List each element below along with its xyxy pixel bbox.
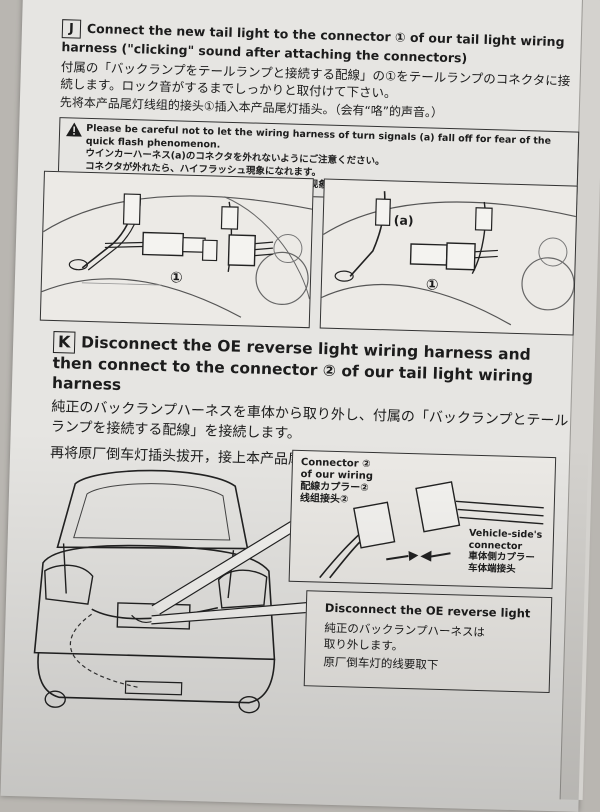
figure-j-right: (a) ① bbox=[320, 179, 578, 336]
disconnect-en: Disconnect the OE reverse light bbox=[325, 600, 531, 622]
car-rear-illustration bbox=[29, 453, 336, 731]
disconnect-callout-box: Disconnect the OE reverse light 純正のバックラン… bbox=[304, 590, 553, 693]
vehicle-connector-text: Vehicle-side's connector 車体側カプラー 车体端接头 bbox=[468, 528, 543, 576]
connector-callout-box: Connector ② of our wiring 配線カプラー② 线组接头② … bbox=[289, 450, 557, 589]
section-k-badge: K bbox=[53, 331, 76, 354]
tail-light-connector-illustration bbox=[41, 172, 313, 327]
section-k-title-text: Disconnect the OE reverse light wiring h… bbox=[52, 333, 533, 394]
section-j-title-text: Connect the new tail light to the connec… bbox=[61, 21, 564, 66]
warning-triangle-icon bbox=[66, 122, 82, 136]
figure-j-left: ① bbox=[40, 171, 314, 328]
connector-1-label-right: ① bbox=[426, 275, 439, 293]
turn-signal-harness-illustration bbox=[321, 180, 577, 335]
section-j-badge: J bbox=[62, 19, 82, 39]
disconnect-cn: 原厂倒车灯的线要取下 bbox=[323, 654, 529, 676]
harness-a-label: (a) bbox=[394, 211, 414, 229]
disconnect-callout-text: Disconnect the OE reverse light 純正のバックラン… bbox=[323, 600, 530, 676]
connector-1-label-left: ① bbox=[170, 268, 183, 286]
vehicle-connector-cn: 车体端接头 bbox=[468, 562, 542, 576]
